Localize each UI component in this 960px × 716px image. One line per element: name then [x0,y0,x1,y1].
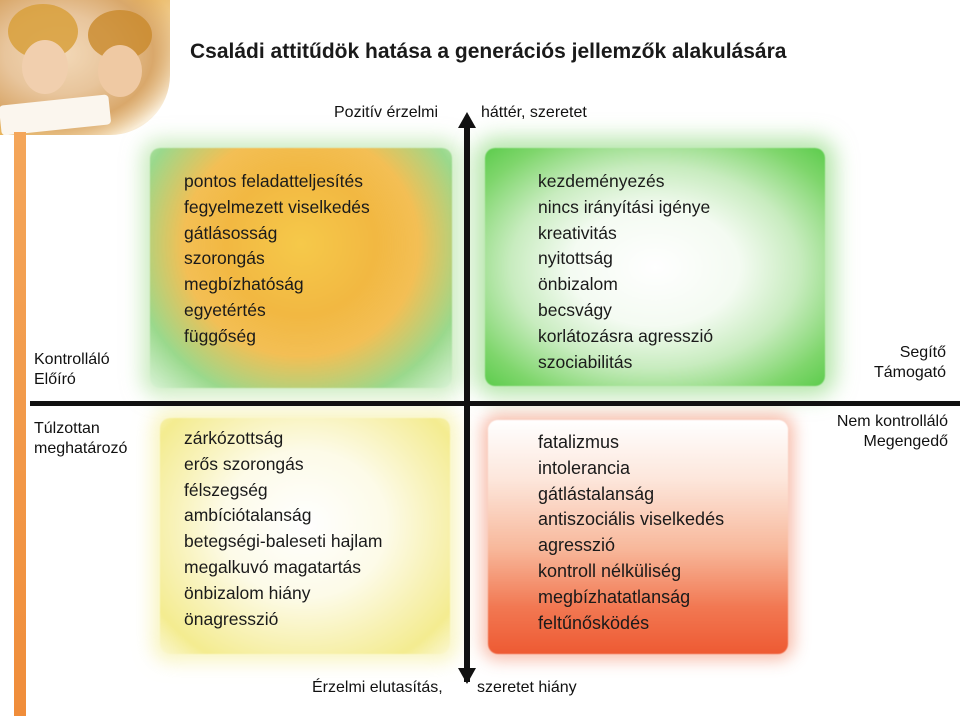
axis-label-left-upper: Kontrolláló Előíró [34,350,110,390]
axis-label-line: Segítő [899,344,946,361]
quadrant-top-left-background [150,148,452,388]
trait-item: zárkózottság [184,428,284,448]
face-shape [98,45,142,97]
trait-item: megalkuvó magatartás [184,556,362,577]
trait-item: gátlástalanság [538,483,655,504]
quadrant-top-right-list: kezdeményezés nincs irányítási igénye kr… [538,169,713,375]
decorative-side-bar [14,132,26,716]
axis-label-line: Túlzottan [34,420,100,437]
axis-label-line: Megengedő [863,433,948,450]
face-shape [22,40,68,94]
horizontal-axis [30,401,960,406]
trait-item: agresszió [538,535,616,556]
trait-item: félszegség [184,479,268,500]
trait-item: antiszociális viselkedés [538,509,725,530]
trait-item: szociabilitás [538,351,633,372]
trait-item: önbizalom [538,274,618,295]
axis-label-bottom-right: szeretet hiány [477,679,577,696]
trait-item: becsvágy [538,299,612,320]
trait-item: függőség [184,325,257,346]
trait-item: szorongás [184,248,265,269]
trait-item: fatalizmus [538,432,620,452]
axis-label-top-left: Pozitív érzelmi [334,104,439,121]
trait-item: feltűnősködés [538,612,650,633]
axis-label-line: Kontrolláló [34,351,110,368]
trait-item: intolerancia [538,457,631,478]
quadrant-top-right-background [485,148,825,386]
trait-item: gátlásosság [184,222,278,243]
axis-label-left-lower: Túlzottan meghatározó [34,419,127,459]
trait-item: megbízhatatlanság [538,586,691,607]
book-shape [0,94,112,135]
quadrant-bottom-right-background [488,420,788,654]
axis-label-line: Nem kontrolláló [836,413,948,430]
trait-item: önagresszió [184,608,279,629]
arrow-up-icon [458,112,476,128]
vertical-axis [464,122,470,682]
axis-label-line: meghatározó [34,440,128,457]
quadrant-bottom-right-list: fatalizmus intolerancia gátlástalanság a… [538,430,724,636]
trait-item: korlátozásra agresszió [538,325,714,346]
trait-item: kreativitás [538,222,617,243]
page-title: Családi attitűdök hatása a generációs je… [190,40,787,63]
trait-item: nincs irányítási igénye [538,196,711,217]
trait-item: kezdeményezés [538,171,665,191]
trait-item: ambíciótalanság [184,505,312,526]
trait-item: kontroll nélküliség [538,560,682,581]
trait-item: egyetértés [184,299,266,320]
quadrant-top-left-list: pontos feladatteljesítés fegyelmezett vi… [184,169,370,350]
trait-item: nyitottság [538,248,613,269]
quadrant-bottom-left-background [160,418,450,654]
trait-item: önbizalom hiány [184,582,311,603]
axis-label-right-lower: Nem kontrolláló Megengedő [837,412,948,452]
trait-item: megbízhatóság [184,274,304,295]
axis-label-right-upper: Segítő Támogató [874,343,946,383]
header-photo [0,0,170,135]
trait-item: pontos feladatteljesítés [184,171,364,191]
trait-item: fegyelmezett viselkedés [184,196,370,217]
axis-label-line: Előíró [34,371,76,388]
trait-item: betegségi-baleseti hajlam [184,531,383,552]
axis-label-top-right: háttér, szeretet [481,104,587,121]
trait-item: erős szorongás [184,453,304,474]
axis-label-line: Támogató [873,364,946,381]
arrow-down-icon [458,668,476,684]
quadrant-bottom-left-list: zárkózottság erős szorongás félszegség a… [184,426,382,632]
axis-label-bottom-left: Érzelmi elutasítás, [312,679,443,696]
